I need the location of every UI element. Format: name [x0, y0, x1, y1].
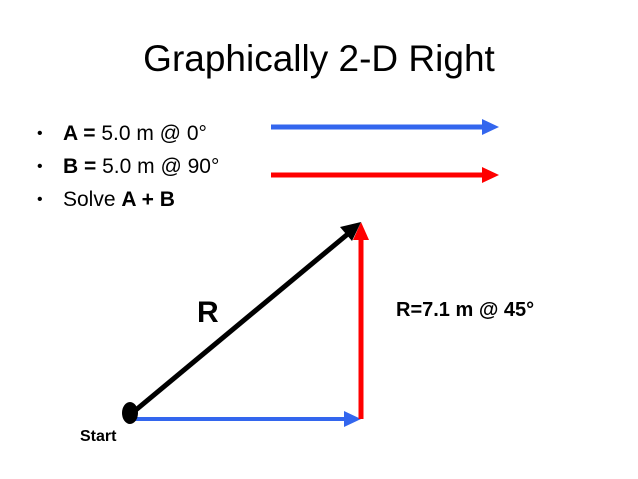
bullet-vector-a: • A = 5.0 m @ 0° [37, 117, 219, 150]
start-label: Start [80, 428, 117, 445]
bullet-dot-icon: • [37, 191, 43, 208]
bullet-vector-b: • B = 5.0 m @ 90° [37, 150, 219, 183]
bullet-list: • A = 5.0 m @ 0° • B = 5.0 m @ 90° • Sol… [37, 117, 219, 216]
vector-b-arrow-icon [353, 222, 369, 419]
resultant-label: R [197, 296, 219, 329]
start-point-icon [122, 402, 138, 424]
bullet-dot-icon: • [37, 158, 43, 175]
bullet-solve: • Solve A + B [37, 183, 219, 216]
bullet-dot-icon: • [37, 125, 43, 142]
legend-arrow-b-icon [271, 167, 499, 183]
vector-a-arrow-icon [131, 411, 361, 427]
legend-arrow-a-icon [271, 119, 499, 135]
result-text: R=7.1 m @ 45° [396, 299, 535, 321]
resultant-arrow-icon [129, 222, 361, 416]
slide-title: Graphically 2-D Right [143, 38, 495, 79]
